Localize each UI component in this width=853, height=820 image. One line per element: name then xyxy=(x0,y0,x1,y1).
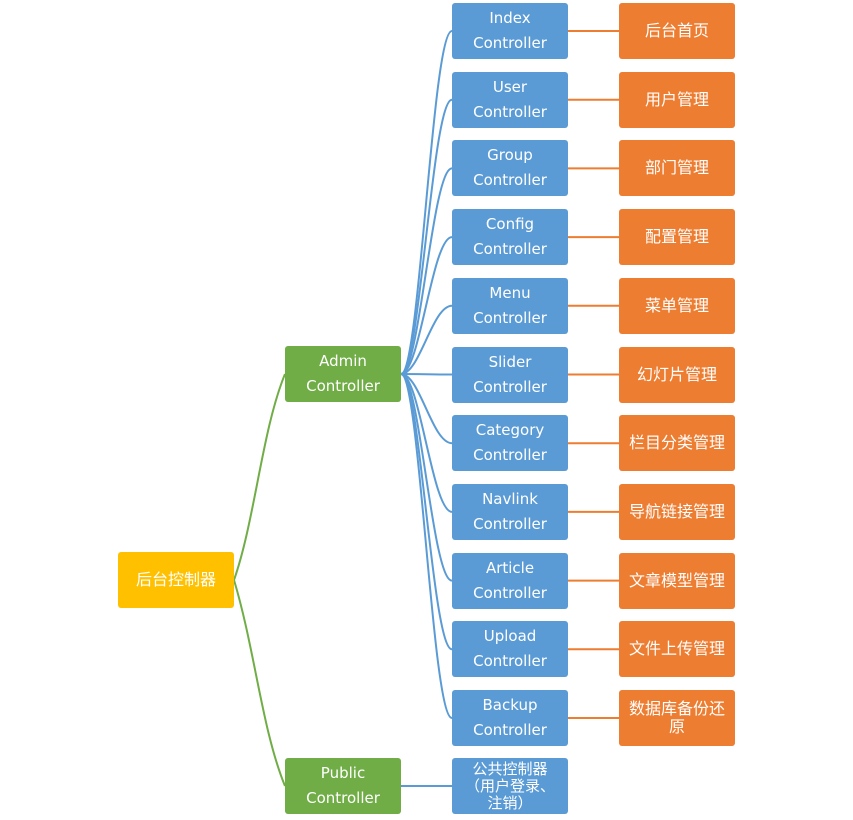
slider-branch-line xyxy=(400,373,453,376)
slider-controller-line1: Slider xyxy=(488,352,532,371)
config-controller-line1: Config xyxy=(485,215,535,234)
config-branch-line xyxy=(400,236,453,375)
backup-branch-line xyxy=(400,373,453,719)
navlink-controller-line2: Controller xyxy=(473,514,547,533)
upload-branch-line xyxy=(400,373,453,651)
config-controller-line2: Controller xyxy=(473,240,547,259)
index-branch-line xyxy=(400,30,453,375)
slider-description-node: 幻灯片管理 xyxy=(619,346,735,403)
article-description-label: 文章模型管理 xyxy=(628,570,725,590)
article-description-node: 文章模型管理 xyxy=(619,552,735,609)
navlink-branch-line xyxy=(400,373,453,513)
upload-controller-line1: Upload xyxy=(483,627,537,646)
slider-controller-line2: Controller xyxy=(473,377,547,396)
root-to-admin-line xyxy=(233,373,286,581)
public-child-line1: 公共控制器 xyxy=(472,759,548,778)
index-description-label: 后台首页 xyxy=(644,21,709,40)
menu-branch-line xyxy=(400,304,453,375)
public-controller-node: Public Controller xyxy=(285,758,401,814)
group-description-node: 部门管理 xyxy=(619,140,735,197)
article-branch-line xyxy=(400,373,453,582)
user-description-label: 用户管理 xyxy=(644,89,709,109)
group-controller-line1: Group xyxy=(487,146,533,165)
public-controller-line1: Public xyxy=(320,764,366,782)
category-branch-line xyxy=(400,373,453,445)
index-controller-line1: Index xyxy=(489,9,531,27)
category-controller-line1: Category xyxy=(475,421,545,440)
backup-description-node: 数据库备份还原 xyxy=(619,690,735,746)
navlink-description-node: 导航链接管理 xyxy=(619,483,735,540)
backup-controller-line1: Backup xyxy=(482,696,538,714)
index-controller-line2: Controller xyxy=(473,34,547,52)
backup-description-label: 数据库备份还原 xyxy=(628,699,725,736)
user-branch-line xyxy=(400,98,453,375)
menu-controller-line2: Controller xyxy=(473,308,547,327)
public-controller-line2: Controller xyxy=(306,789,380,807)
group-branch-line xyxy=(400,167,453,375)
user-description-node: 用户管理 xyxy=(619,71,735,128)
group-controller-line2: Controller xyxy=(473,171,547,190)
navlink-description-label: 导航链接管理 xyxy=(628,501,725,521)
upload-description-label: 文件上传管理 xyxy=(628,639,725,659)
admin-controller-node: Admin Controller xyxy=(285,346,401,402)
public-child-node: 公共控制器 （用户登录、 注销） xyxy=(452,758,568,814)
index-description-node: 后台首页 xyxy=(619,3,735,59)
category-description-label: 栏目分类管理 xyxy=(628,433,725,453)
upload-controller-line2: Controller xyxy=(473,652,547,671)
menu-description-label: 菜单管理 xyxy=(644,295,709,315)
root-node-backend-controller: 后台控制器 xyxy=(118,552,234,608)
admin-controller-line1: Admin xyxy=(319,352,367,370)
slider-description-label: 幻灯片管理 xyxy=(636,364,717,384)
user-controller-line2: Controller xyxy=(473,102,547,121)
menu-description-node: 菜单管理 xyxy=(619,277,735,334)
root-to-public-line xyxy=(233,579,286,787)
public-child-line2: （用户登录、 xyxy=(464,776,555,795)
backup-controller-line2: Controller xyxy=(473,721,547,739)
category-controller-line2: Controller xyxy=(473,446,547,465)
config-description-label: 配置管理 xyxy=(644,227,709,247)
user-controller-line1: User xyxy=(492,77,528,96)
category-description-node: 栏目分类管理 xyxy=(619,415,735,472)
root-node-label: 后台控制器 xyxy=(135,570,216,589)
public-child-line3: 注销） xyxy=(487,793,533,812)
article-controller-line2: Controller xyxy=(473,583,547,602)
upload-description-node: 文件上传管理 xyxy=(619,621,735,678)
navlink-controller-line1: Navlink xyxy=(482,489,538,508)
menu-controller-line1: Menu xyxy=(489,283,531,302)
admin-controller-line2: Controller xyxy=(306,377,380,395)
config-description-node: 配置管理 xyxy=(619,209,735,266)
article-controller-line1: Article xyxy=(485,558,535,577)
group-description-label: 部门管理 xyxy=(644,158,709,178)
